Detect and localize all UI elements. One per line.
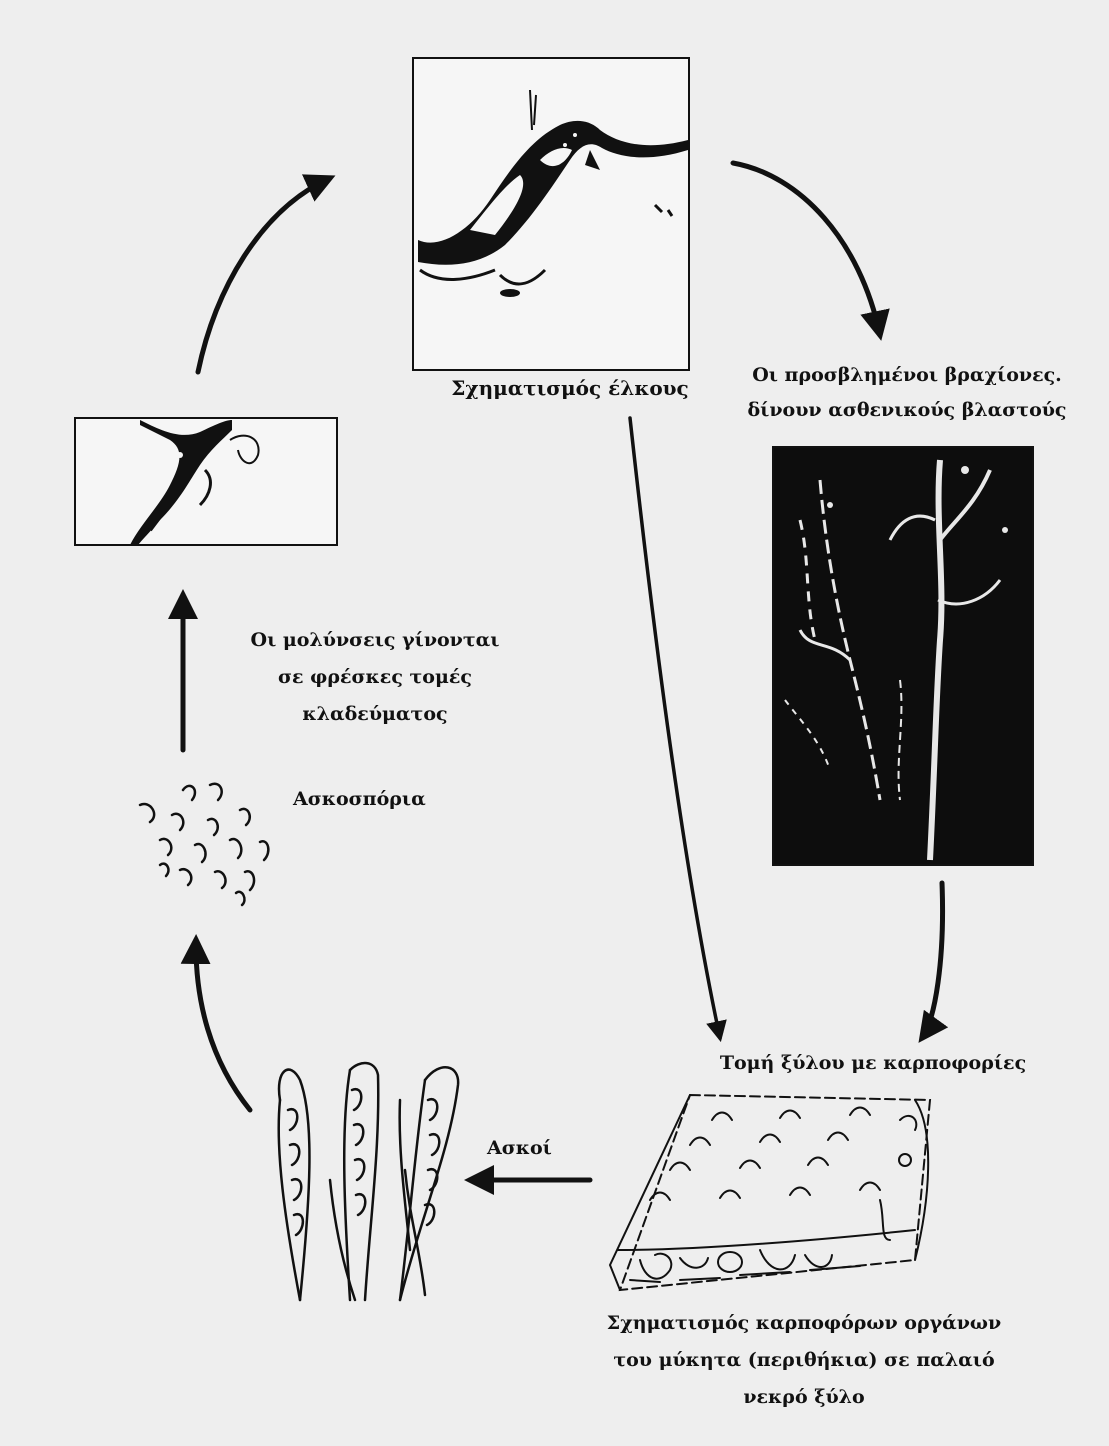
ascospores-label: Ασκοσπόρια bbox=[293, 788, 453, 810]
arrow-shoots-to-wood bbox=[922, 883, 943, 1038]
asci-illustration bbox=[279, 1063, 458, 1300]
weak-shoots-label: Οι προσβλημένοι βραχίονες. δίνουν ασθενι… bbox=[732, 358, 1082, 428]
canker-image bbox=[413, 58, 689, 370]
fruiting-bodies-label: Σχηματισμός καρποφόρων οργάνων του μύκητ… bbox=[579, 1305, 1029, 1416]
weak-shoots-image bbox=[773, 447, 1033, 865]
ascospores-illustration bbox=[140, 784, 268, 905]
pruning-wound-image bbox=[75, 418, 337, 545]
canker-formation-label: Σχηματισμός έλκους bbox=[440, 376, 700, 400]
arrow-asci-to-ascospores bbox=[196, 940, 250, 1110]
arrow-to-canker bbox=[198, 178, 330, 372]
asci-label: Ασκοί bbox=[487, 1137, 567, 1159]
arrow-canker-to-shoots bbox=[733, 163, 880, 335]
infections-label: Οι μολύνσεις γίνονται σε φρέσκες τομές κ… bbox=[225, 622, 525, 733]
wood-section-label: Τομή ξύλου με καρποφορίες bbox=[693, 1052, 1053, 1074]
wood-section-illustration bbox=[610, 1095, 930, 1290]
arrow-canker-to-wood bbox=[630, 418, 720, 1038]
